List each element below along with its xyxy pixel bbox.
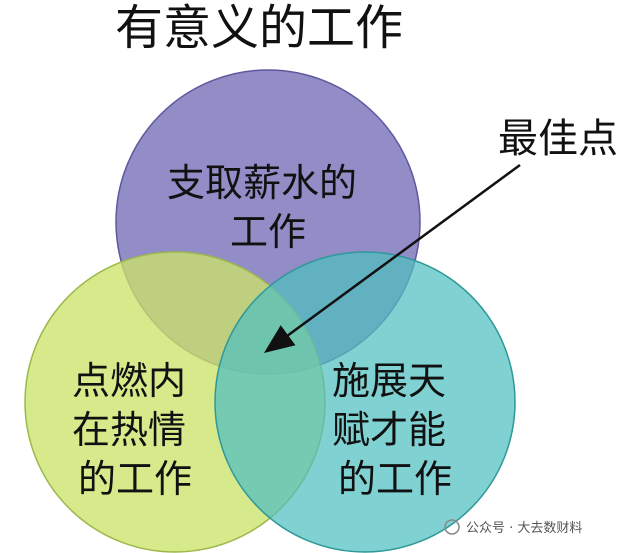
sweet-spot-label: 最佳点 xyxy=(498,116,618,162)
sweet-spot-arrow xyxy=(263,163,521,353)
label-passion: 点燃内 在热情 的工作 xyxy=(72,359,198,501)
diagram-title: 有意义的工作 xyxy=(115,0,403,56)
label-salary: 支取薪水的 工作 xyxy=(167,161,369,254)
label-talent: 施展天 赋才能 的工作 xyxy=(332,359,458,501)
watermark: 公众号 · 大去数财料 xyxy=(466,521,582,536)
wechat-icon xyxy=(444,519,460,535)
